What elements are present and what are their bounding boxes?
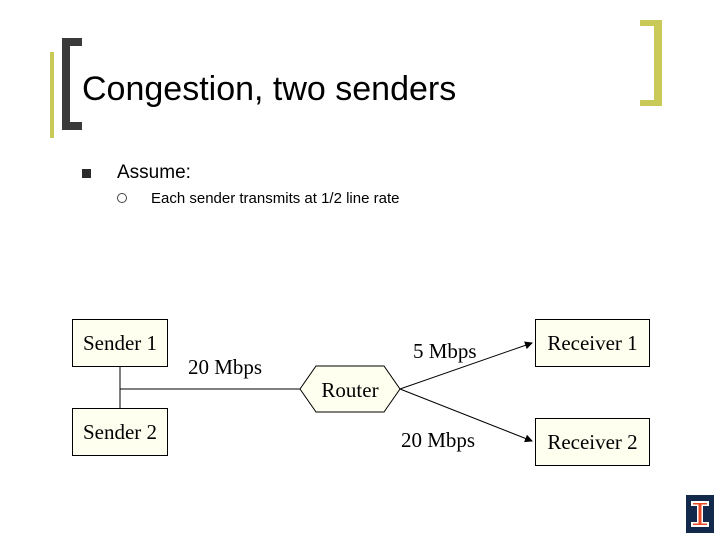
bullet-text: Assume: [117, 162, 191, 183]
block-i-logo-icon [686, 495, 714, 533]
router-label: Router [321, 378, 379, 402]
left-bracket [62, 38, 70, 130]
left-bracket-accent [50, 52, 54, 138]
receiver-1-box: Receiver 1 [535, 319, 650, 367]
sender-1-box: Sender 1 [72, 319, 168, 367]
router-to-receiver1-arrow [399, 341, 533, 390]
right-bracket-top [640, 20, 662, 26]
left-bracket-top [62, 38, 82, 46]
sub-bullet-text: Each sender transmits at 1/2 line rate [151, 190, 400, 207]
hollow-circle-bullet-icon [117, 193, 127, 203]
right-bracket-bottom [640, 100, 662, 106]
receiver-1-link-rate-label: 5 Mbps [413, 339, 477, 363]
right-bracket [654, 20, 662, 106]
slide-title: Congestion, two senders [82, 70, 457, 108]
receiver-2-link-rate-label: 20 Mbps [401, 428, 476, 452]
left-bracket-bottom [62, 122, 82, 130]
sender-link-rate-label: 20 Mbps [188, 355, 263, 379]
sender-2-box: Sender 2 [72, 408, 168, 456]
router-to-receiver2-arrow [399, 388, 533, 443]
square-bullet-icon [82, 169, 91, 178]
receiver-2-box: Receiver 2 [535, 418, 650, 466]
